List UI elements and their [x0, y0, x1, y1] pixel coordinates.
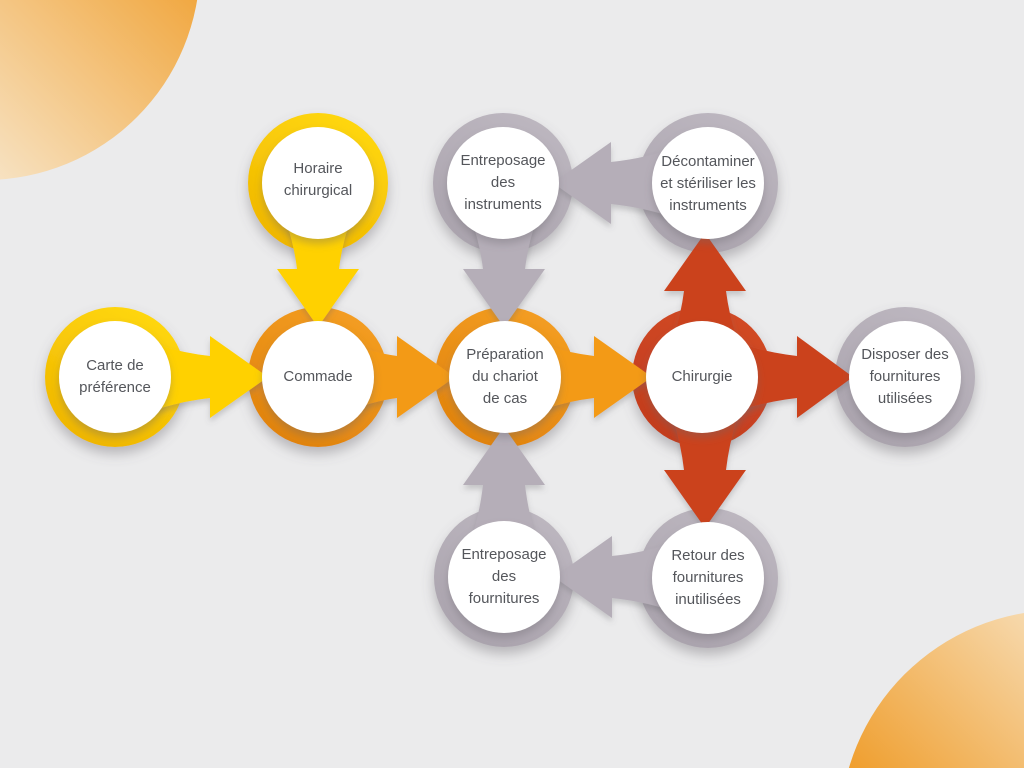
inner-entreposage-des-fournitures — [448, 521, 560, 633]
node-label-decontaminer-et-steriliser: Décontaminer et stériliser les instrumen… — [660, 153, 756, 214]
node-label-entreposage-des-fournitures: Entreposage des fournitures — [461, 546, 547, 607]
node-label-carte-de-preference: Carte de préférence — [79, 357, 151, 396]
inner-decontaminer-et-steriliser — [652, 127, 764, 239]
inner-entreposage-des-instruments — [447, 127, 559, 239]
node-label-horaire-chirurgical: Horaire chirurgical — [283, 160, 353, 199]
inner-horaire-chirurgical — [262, 127, 374, 239]
inner-disposer-des-fournitures — [849, 321, 961, 433]
node-label-disposer-des-fournitures: Disposer des fournitures utilisées — [861, 346, 949, 407]
inner-carte-de-preference — [59, 321, 171, 433]
node-inner-circles — [59, 127, 961, 634]
node-label-preparation-du-chariot-de-cas: Préparation du chariot de cas — [466, 346, 544, 407]
inner-chirurgie — [646, 321, 758, 433]
inner-preparation-du-chariot-de-cas — [449, 321, 561, 433]
node-label-entreposage-des-instruments: Entreposage des instruments — [460, 152, 546, 213]
node-label-commade: Commade — [283, 368, 353, 385]
footer: kaizen radical www.kaizenradical.com © J… — [0, 640, 340, 760]
node-label-chirurgie: Chirurgie — [671, 368, 733, 385]
node-label-retour-des-fournitures: Retour des fournitures inutilisées — [671, 547, 745, 608]
inner-retour-des-fournitures — [652, 522, 764, 634]
inner-commade — [262, 321, 374, 433]
